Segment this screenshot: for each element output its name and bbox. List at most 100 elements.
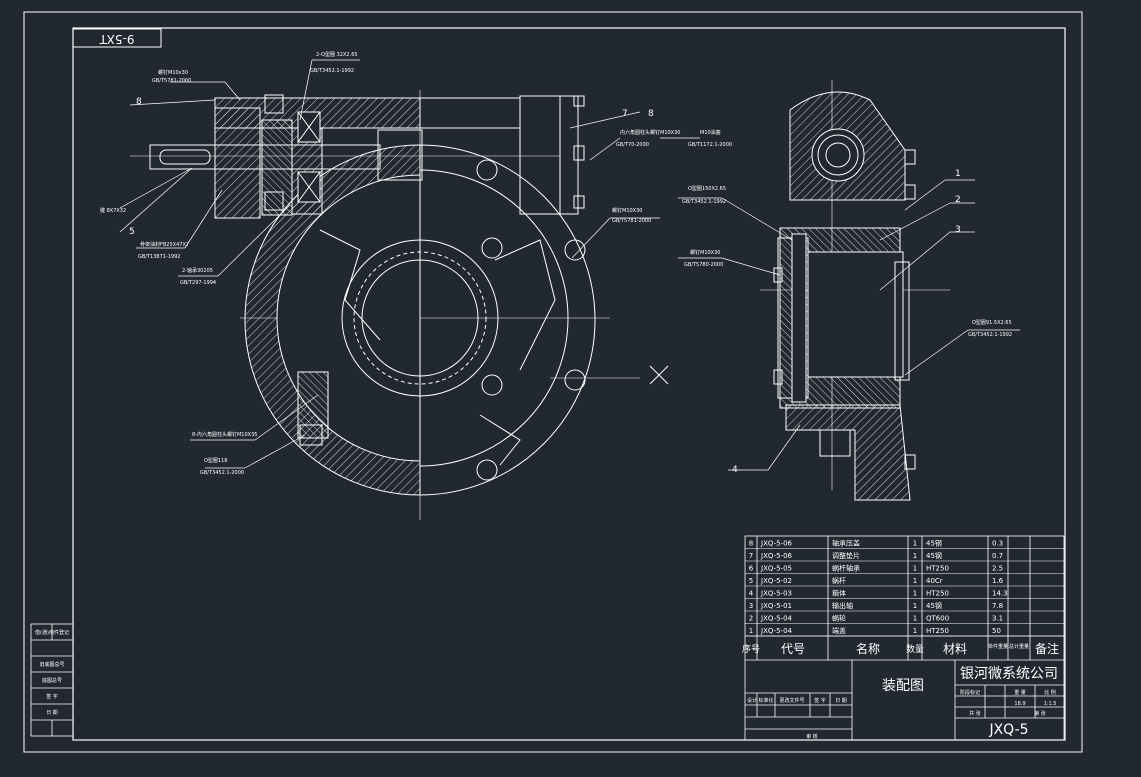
svg-text:签 字: 签 字 bbox=[814, 697, 826, 704]
svg-text:GB/T3452.1-2000: GB/T3452.1-2000 bbox=[200, 470, 244, 476]
parts-cell-material: 45钢 bbox=[926, 551, 942, 560]
parts-cell-qty: 1 bbox=[913, 565, 917, 573]
svg-text:GB/T5781-2000: GB/T5781-2000 bbox=[612, 218, 651, 224]
leader-1: 1 bbox=[955, 169, 961, 179]
svg-text:总计重量: 总计重量 bbox=[1009, 643, 1029, 650]
svg-text:GB/T3452.1-1992: GB/T3452.1-1992 bbox=[310, 68, 354, 74]
parts-cell-material: HT250 bbox=[926, 590, 949, 598]
svg-text:重 量: 重 量 bbox=[1014, 689, 1026, 696]
parts-cell-name: 箱体 bbox=[832, 589, 846, 598]
parts-cell-name: 蜗杆 bbox=[832, 576, 846, 585]
svg-text:M10油塞: M10油塞 bbox=[700, 129, 721, 136]
parts-cell-code: JXQ-5-01 bbox=[760, 602, 792, 610]
svg-text:GB/T1172.1-2000: GB/T1172.1-2000 bbox=[688, 142, 732, 148]
svg-text:GB/T5780-2000: GB/T5780-2000 bbox=[684, 262, 723, 268]
svg-text:名称: 名称 bbox=[856, 641, 880, 656]
parts-cell-code: JXQ-5-04 bbox=[760, 615, 793, 623]
parts-cell-qty: 1 bbox=[913, 615, 917, 623]
leader-4: 4 bbox=[732, 465, 738, 475]
parts-list-grid bbox=[744, 535, 1065, 741]
parts-cell-name: 调整垫片 bbox=[832, 551, 860, 560]
parts-cell-no: 4 bbox=[749, 590, 754, 598]
parts-cell-weight: 3.1 bbox=[992, 615, 1003, 623]
parts-cell-no: 8 bbox=[749, 540, 753, 548]
svg-text:GB/T297-1994: GB/T297-1994 bbox=[180, 280, 216, 286]
scale-value: 1:1.5 bbox=[1044, 701, 1057, 707]
svg-text:GB/T3452.1-1992: GB/T3452.1-1992 bbox=[682, 199, 726, 205]
leader-lines bbox=[119, 59, 1020, 471]
parts-cell-qty: 1 bbox=[913, 602, 917, 610]
parts-cell-no: 2 bbox=[749, 615, 753, 623]
svg-text:螺钉M10X30: 螺钉M10X30 bbox=[690, 249, 720, 256]
drawing-number: JXQ-5 bbox=[988, 722, 1028, 738]
drawing-title: 装配图 bbox=[882, 678, 924, 694]
parts-cell-weight: 1.6 bbox=[992, 577, 1004, 585]
svg-text:GB/T70-2000: GB/T70-2000 bbox=[616, 142, 649, 148]
svg-text:GB/T13871-1992: GB/T13871-1992 bbox=[138, 254, 180, 260]
parts-cell-weight: 0.3 bbox=[992, 540, 1003, 548]
leader-numbers: 8 5 7 8 1 2 3 4 bbox=[129, 97, 961, 475]
svg-text:2-轴承30205: 2-轴承30205 bbox=[182, 267, 213, 274]
parts-cell-code: JXQ-5-03 bbox=[760, 590, 792, 598]
stamp-box: 9-5XT bbox=[72, 28, 162, 48]
leader-5: 5 bbox=[129, 227, 135, 237]
inner-border bbox=[72, 27, 1066, 741]
parts-cell-qty: 1 bbox=[913, 627, 917, 635]
parts-cell-material: HT250 bbox=[926, 627, 949, 635]
svg-text:签 字: 签 字 bbox=[46, 693, 58, 700]
svg-text:序号: 序号 bbox=[742, 643, 760, 655]
svg-text:骨架油封FB25X47X7: 骨架油封FB25X47X7 bbox=[140, 241, 189, 248]
leader-2: 2 bbox=[955, 195, 961, 205]
svg-text:GB/T3452.1-1992: GB/T3452.1-1992 bbox=[968, 332, 1012, 338]
parts-cell-code: JXQ-5-04 bbox=[760, 627, 793, 635]
leader-7: 7 bbox=[622, 109, 628, 119]
parts-cell-name: 端盖 bbox=[832, 626, 846, 635]
parts-cell-qty: 1 bbox=[913, 552, 917, 560]
parts-cell-no: 7 bbox=[749, 552, 753, 560]
svg-text:内六角圆柱头螺钉M10X30: 内六角圆柱头螺钉M10X30 bbox=[620, 129, 680, 136]
parts-cell-weight: 50 bbox=[992, 627, 1001, 635]
svg-text:螺钉M10X30: 螺钉M10X30 bbox=[612, 207, 642, 214]
parts-cell-no: 3 bbox=[749, 602, 753, 610]
parts-cell-code: JXQ-5-02 bbox=[760, 577, 792, 585]
parts-cell-material: HT250 bbox=[926, 565, 949, 573]
parts-cell-qty: 1 bbox=[913, 540, 917, 548]
parts-cell-qty: 1 bbox=[913, 590, 917, 598]
svg-text:8-内六角圆柱头螺钉M10X35: 8-内六角圆柱头螺钉M10X35 bbox=[192, 431, 257, 438]
svg-text:日 期: 日 期 bbox=[46, 710, 58, 716]
svg-text:2-O型圈 32X2.65: 2-O型圈 32X2.65 bbox=[316, 51, 358, 58]
parts-header: 序号 代号 名称 数量 材料 单件重量 总计重量 备注 bbox=[742, 641, 1059, 656]
outer-border bbox=[23, 11, 1083, 753]
svg-text:O型圈118: O型圈118 bbox=[204, 457, 227, 464]
parts-cell-name: 输出轴 bbox=[832, 601, 853, 610]
svg-text:材料: 材料 bbox=[943, 642, 967, 656]
svg-text:GB/T5781-2000: GB/T5781-2000 bbox=[152, 78, 191, 84]
title-block: 装配图 银河微系统公司 JXQ-5 阶段标记 重 量 比 例 18.9 1:1.… bbox=[747, 666, 1058, 740]
parts-cell-weight: 0.7 bbox=[992, 552, 1003, 560]
parts-cell-qty: 1 bbox=[913, 577, 917, 585]
svg-text:底图总号: 底图总号 bbox=[42, 677, 62, 684]
parts-cell-weight: 7.8 bbox=[992, 602, 1003, 610]
stamp-box-text: 9-5XT bbox=[99, 32, 135, 46]
svg-text:标准化: 标准化 bbox=[758, 697, 773, 704]
svg-text:数量: 数量 bbox=[906, 643, 924, 655]
revision-strip bbox=[30, 623, 74, 737]
parts-cell-weight: 14.3 bbox=[992, 590, 1008, 598]
parts-cell-name: 蜗杆轴承 bbox=[832, 564, 860, 573]
svg-text:更改文件号: 更改文件号 bbox=[779, 697, 804, 704]
svg-text:比 例: 比 例 bbox=[1044, 689, 1056, 696]
parts-cell-material: 45钢 bbox=[926, 601, 942, 610]
parts-cell-material: 40Cr bbox=[926, 577, 943, 585]
parts-cell-no: 5 bbox=[749, 577, 753, 585]
front-view bbox=[130, 90, 669, 520]
leader-8a: 8 bbox=[136, 97, 142, 107]
parts-cell-code: JXQ-5-05 bbox=[760, 565, 792, 573]
svg-text:螺钉M10x30: 螺钉M10x30 bbox=[158, 69, 188, 76]
parts-cell-code: JXQ-5-06 bbox=[760, 552, 793, 560]
parts-cell-code: JXQ-5-06 bbox=[760, 540, 793, 548]
parts-cell-material: QT600 bbox=[926, 615, 949, 623]
leader-3: 3 bbox=[955, 225, 961, 235]
side-view bbox=[760, 80, 950, 501]
